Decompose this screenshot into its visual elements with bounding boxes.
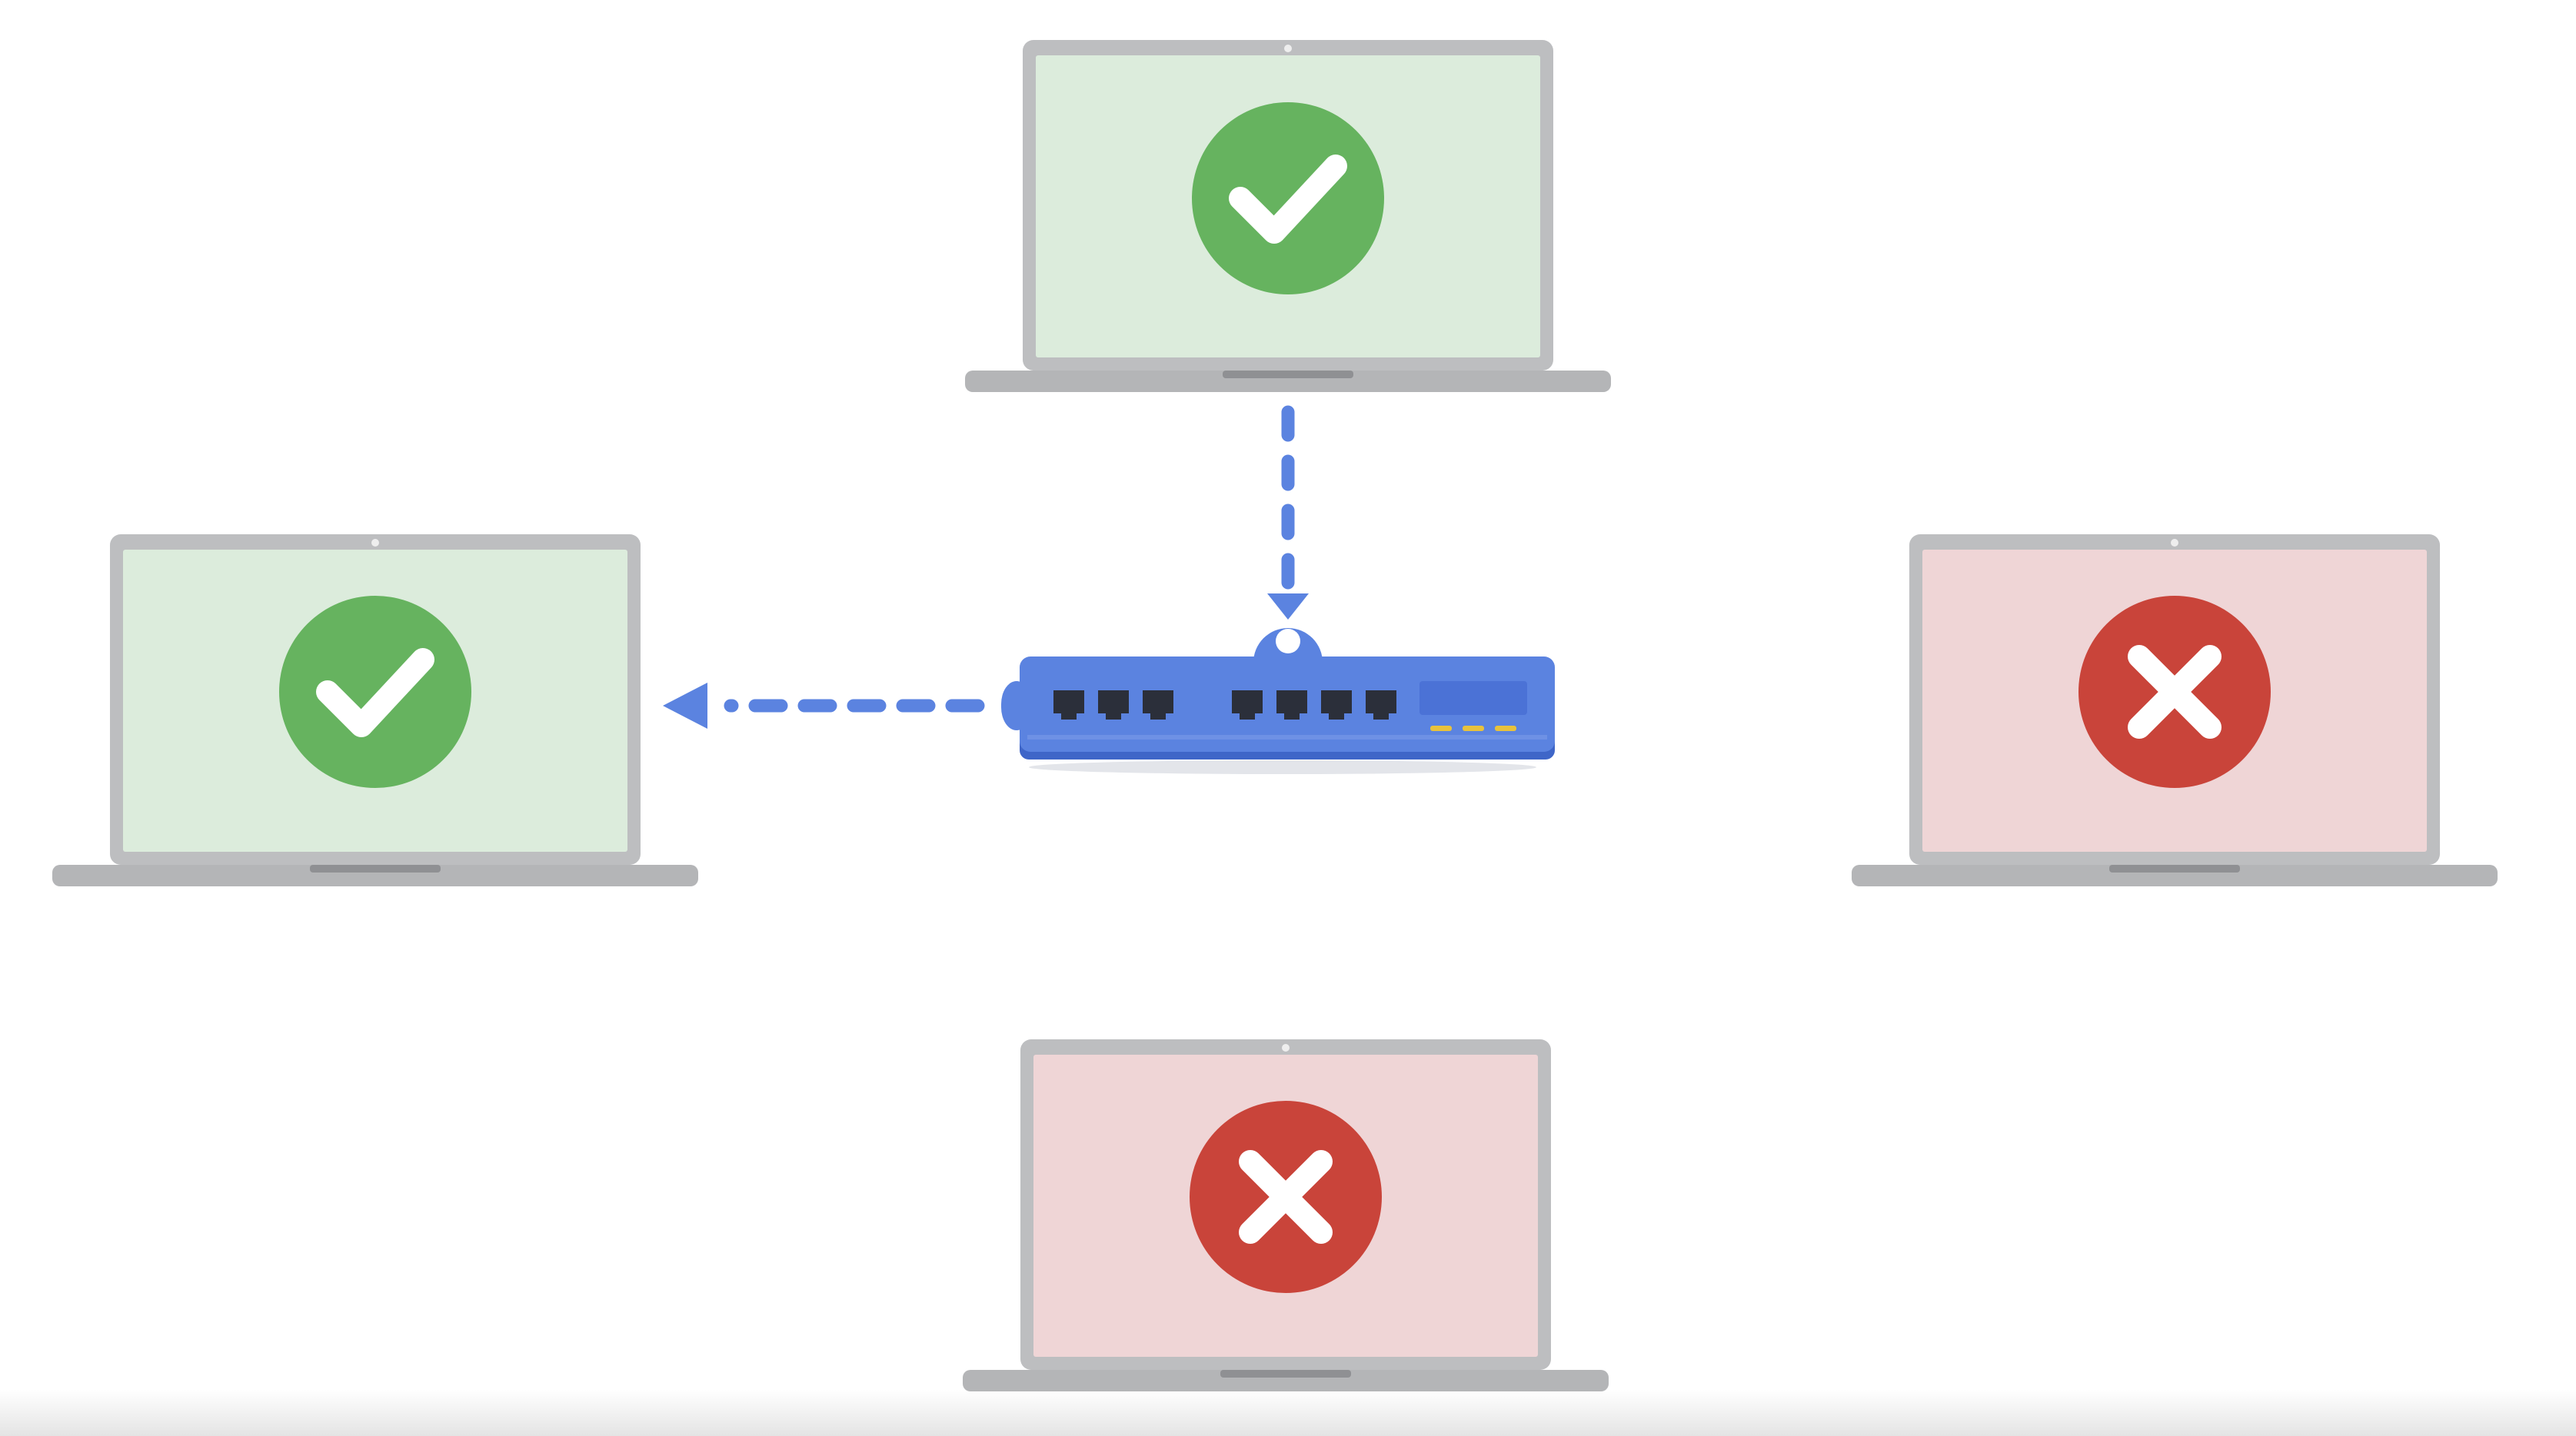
laptop-bottom xyxy=(963,1039,1609,1391)
connections xyxy=(663,405,1309,729)
port xyxy=(1098,690,1129,720)
laptop-left xyxy=(52,534,698,886)
port xyxy=(1321,690,1352,720)
port xyxy=(1143,690,1173,720)
switch-ports xyxy=(1053,690,1396,720)
x-mark-icon xyxy=(2078,596,2271,788)
switch-display xyxy=(1419,681,1527,715)
checkmark-icon xyxy=(279,596,471,788)
switch-antenna xyxy=(1253,628,1323,663)
laptop-right xyxy=(1852,534,2498,886)
status-led xyxy=(1430,726,1452,731)
port xyxy=(1053,690,1084,720)
connection-top-to-switch xyxy=(1267,405,1309,620)
port xyxy=(1366,690,1396,720)
status-led xyxy=(1463,726,1484,731)
x-mark-icon xyxy=(1190,1101,1382,1293)
port xyxy=(1276,690,1307,720)
status-led xyxy=(1495,726,1516,731)
bottom-shadow xyxy=(0,1390,2576,1436)
connection-switch-to-left xyxy=(663,683,985,729)
port xyxy=(1232,690,1263,720)
laptop-top xyxy=(965,40,1611,392)
switch-leds xyxy=(1430,726,1516,731)
checkmark-icon xyxy=(1192,102,1384,294)
network-switch xyxy=(1001,628,1555,774)
